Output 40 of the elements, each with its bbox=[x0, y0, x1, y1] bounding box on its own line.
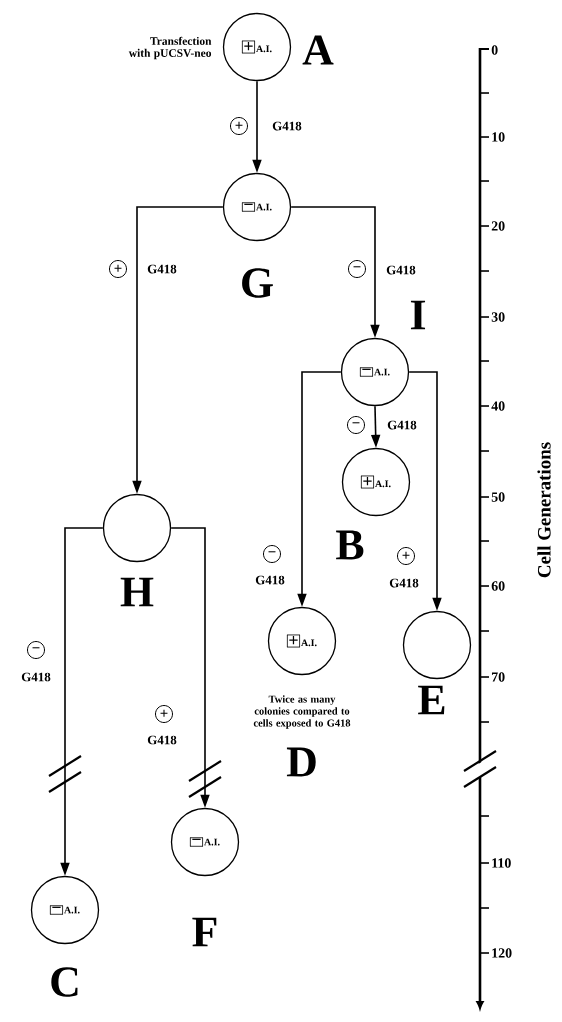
empty-circle bbox=[402, 610, 472, 680]
edge-label: G418 bbox=[386, 265, 416, 275]
tick-label: 60 bbox=[491, 581, 505, 591]
empty-circle bbox=[102, 493, 172, 563]
circled-sign: − bbox=[263, 545, 281, 563]
note-text: Transfection with pUCSV-neo bbox=[128, 36, 212, 60]
tick-label: 120 bbox=[492, 948, 512, 958]
node-letter: D bbox=[286, 747, 316, 777]
tick-label: 30 bbox=[491, 312, 505, 322]
circled-sign: + bbox=[155, 705, 173, 723]
node-letter: H bbox=[120, 577, 154, 607]
edge-label: G418 bbox=[147, 264, 177, 274]
circled-sign: − bbox=[347, 416, 365, 434]
node-letter: F bbox=[192, 917, 217, 947]
node-letter: E bbox=[418, 685, 445, 715]
node-letter: G bbox=[242, 268, 273, 298]
note-text: Twice as many colonies compared to cells exposed to G418 bbox=[253, 695, 351, 729]
tick-label: 0 bbox=[491, 45, 498, 55]
edge-label: G418 bbox=[389, 578, 419, 588]
edge-label: G418 bbox=[147, 735, 177, 745]
edge-label: G418 bbox=[387, 420, 417, 430]
tick-label: 50 bbox=[491, 492, 505, 502]
axis-title: Cell Generations bbox=[537, 442, 551, 578]
node-letter: C bbox=[51, 967, 78, 997]
tick-label: 110 bbox=[492, 858, 511, 868]
tick-label: 20 bbox=[491, 221, 505, 231]
edge-label: G418 bbox=[21, 672, 51, 682]
node-letter: A bbox=[302, 35, 334, 65]
edge-label: G418 bbox=[272, 121, 302, 131]
circled-sign: + bbox=[230, 117, 248, 135]
circled-sign: − bbox=[27, 641, 45, 659]
tick-label: 70 bbox=[492, 672, 505, 682]
node-letter: I bbox=[410, 300, 426, 330]
tick-label: 40 bbox=[491, 401, 505, 411]
circled-sign: + bbox=[109, 260, 127, 278]
tick-label: 10 bbox=[492, 132, 505, 142]
circled-sign: − bbox=[348, 260, 366, 278]
node-letter: B bbox=[336, 530, 364, 560]
edge-label: G418 bbox=[255, 575, 285, 585]
circled-sign: + bbox=[397, 547, 415, 565]
